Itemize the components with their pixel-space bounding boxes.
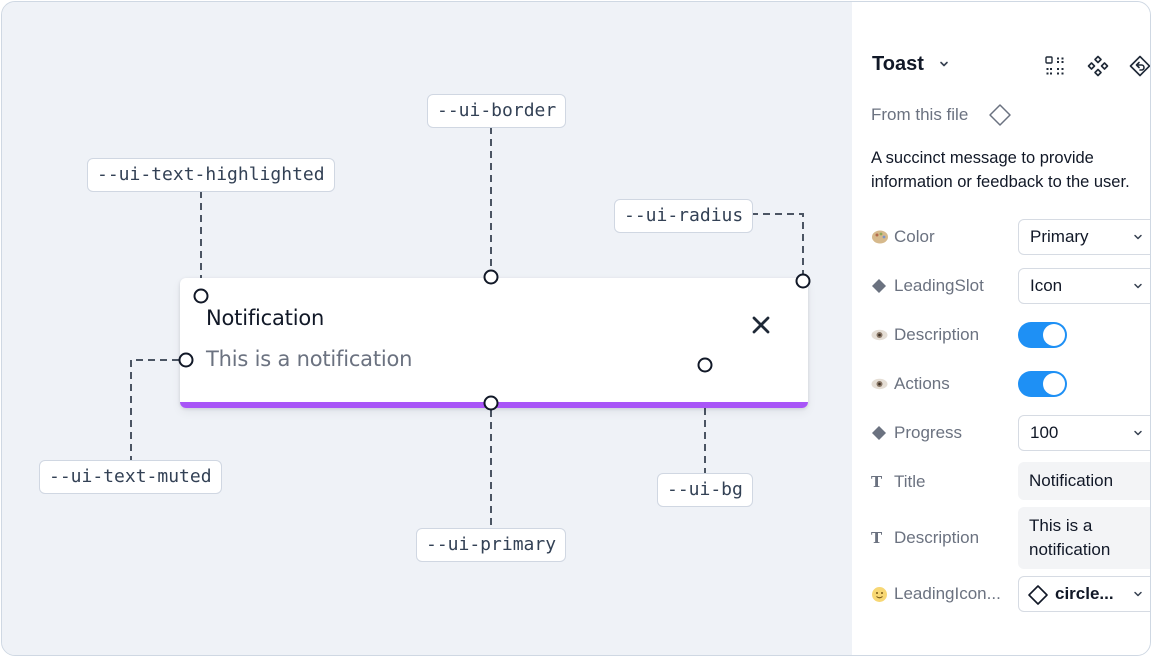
eye-icon [871, 378, 891, 390]
prop-label-text: LeadingSlot [894, 276, 984, 295]
prop-label-text: Description [894, 325, 980, 344]
leading-slot-select-value: Icon [1030, 276, 1063, 295]
title-text-field[interactable]: Notification [1018, 462, 1150, 500]
component-name[interactable]: Toast [872, 53, 924, 75]
chevron-down-icon [1134, 283, 1142, 289]
prop-label-actions: Actions [871, 372, 950, 396]
prop-label-text: Actions [894, 374, 950, 393]
close-icon[interactable] [750, 314, 772, 336]
diamond-filled-icon [871, 425, 891, 441]
toggle-knob [1043, 324, 1065, 346]
diamond-filled-icon [871, 278, 891, 294]
chevron-down-icon [1134, 591, 1142, 597]
chevron-down-icon[interactable] [938, 58, 950, 70]
description-text-value: This is a notification [1029, 516, 1111, 559]
smiley-icon [871, 586, 891, 603]
token-tag-radius[interactable]: --ui-radius [614, 199, 754, 233]
prop-label-text: LeadingIcon... [894, 584, 1001, 603]
prop-label-text: Color [894, 227, 935, 246]
prop-label-text: Progress [894, 423, 963, 442]
chevron-down-icon [1134, 430, 1142, 436]
prop-label-title: T Title [871, 470, 926, 494]
palette-icon [871, 229, 891, 245]
radius-connector [739, 213, 804, 274]
color-select[interactable]: Primary [1018, 219, 1150, 255]
text-muted-connector [130, 359, 179, 462]
token-tag-border[interactable]: --ui-border [427, 94, 567, 128]
token-tag-bg[interactable]: --ui-bg [657, 473, 753, 507]
token-tag-primary[interactable]: --ui-primary [416, 528, 567, 562]
prop-label-text: Title [894, 472, 926, 491]
prop-label-description: Description [871, 323, 979, 347]
prop-label-color: Color [871, 225, 935, 249]
description-toggle[interactable] [1018, 322, 1067, 348]
leading-icon-select-value: circle... [1055, 584, 1114, 603]
text-type-icon: T [871, 529, 883, 547]
actions-toggle[interactable] [1018, 371, 1067, 397]
grid-icon[interactable] [1043, 54, 1067, 78]
toast-preview[interactable]: Notification This is a notification [180, 278, 808, 408]
design-canvas[interactable]: Notification This is a notification --ui… [2, 2, 852, 655]
token-tag-text-muted[interactable]: --ui-text-muted [39, 460, 222, 494]
from-file-label: From this file [871, 105, 969, 124]
properties-panel: Toast [852, 2, 1151, 655]
prop-label-description-text: T Description [871, 526, 979, 550]
color-select-value: Primary [1030, 227, 1089, 246]
component-icon[interactable] [1086, 54, 1110, 78]
prop-label-text: Description [894, 528, 980, 547]
progress-select[interactable]: 100 [1018, 415, 1150, 451]
eye-icon [871, 329, 891, 341]
toggle-knob [1043, 373, 1065, 395]
diamond-outline-icon[interactable] [988, 103, 1012, 127]
prop-label-leading-icon: LeadingIcon... [871, 582, 1001, 606]
toast-description: This is a notification [206, 347, 413, 371]
prop-label-progress: Progress [871, 421, 962, 445]
toast-progress-bar [180, 402, 808, 408]
progress-select-value: 100 [1030, 423, 1059, 442]
leading-slot-select[interactable]: Icon [1018, 268, 1150, 304]
component-description: A succinct message to provide informatio… [871, 149, 1130, 191]
description-text-field[interactable]: This is a notification [1018, 507, 1150, 569]
chevron-down-icon [1134, 234, 1142, 240]
diamond-outline-icon [1028, 585, 1048, 605]
reset-icon[interactable] [1128, 54, 1151, 78]
title-text-value: Notification [1029, 471, 1114, 490]
text-type-icon: T [871, 473, 883, 491]
toast-title: Notification [206, 306, 325, 330]
leading-icon-select[interactable]: circle... [1018, 576, 1150, 612]
prop-label-leading-slot: LeadingSlot [871, 274, 984, 298]
token-tag-text-highlighted[interactable]: --ui-text-highlighted [87, 158, 335, 192]
